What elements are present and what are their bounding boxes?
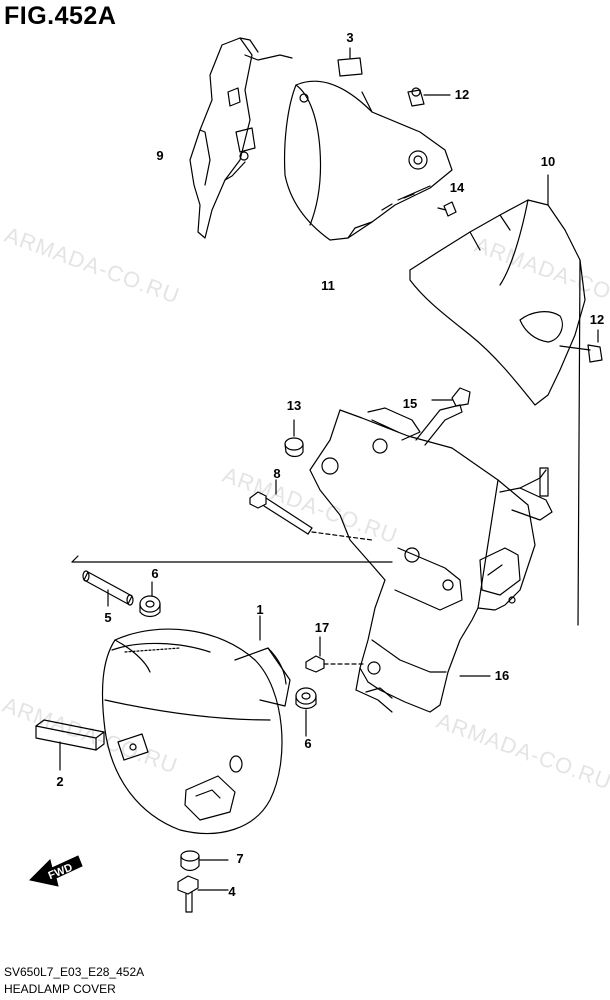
callout-7: 7 <box>236 851 244 866</box>
figure-title: FIG.452A <box>4 2 117 30</box>
part-4-bolt <box>177 875 229 913</box>
part-1-headlamp-housing <box>101 615 291 834</box>
callout-5: 5 <box>104 610 112 625</box>
figure-name: HEADLAMP COVER <box>4 982 116 996</box>
figure-code: SV650L7_E03_E28_452A <box>4 965 145 979</box>
part-8-bolt <box>249 479 373 541</box>
callout-8: 8 <box>273 466 281 481</box>
callout-17: 17 <box>314 620 330 635</box>
part-3-pad <box>337 47 363 77</box>
part-6-grommet-lower <box>295 687 317 737</box>
part-11-cover <box>284 80 453 241</box>
callout-6: 6 <box>151 566 159 581</box>
part-16-bracket <box>309 404 553 713</box>
callout-14: 14 <box>449 180 465 195</box>
callout-11: 11 <box>321 278 335 293</box>
part-2-block <box>35 719 105 771</box>
callout-3: 3 <box>346 30 354 45</box>
callout-9: 9 <box>156 148 164 163</box>
part-14-screw <box>437 201 457 217</box>
callout-1: 1 <box>256 602 264 617</box>
fwd-arrow-icon: FWD <box>28 855 83 887</box>
part-9-side-bracket <box>189 37 293 239</box>
callout-4: 4 <box>228 884 236 899</box>
part-10-side-cover <box>409 174 586 626</box>
part-7-grommet <box>180 850 229 872</box>
callout-10: 10 <box>540 154 556 169</box>
callout-6: 6 <box>304 736 312 751</box>
callout-12: 12 <box>454 87 470 102</box>
part-13-grommet <box>284 419 304 458</box>
callout-15: 15 <box>402 396 418 411</box>
part-15-clip <box>431 387 471 407</box>
callout-13: 13 <box>286 398 302 413</box>
part-12-grommet-upper <box>407 87 451 107</box>
part-17-screw <box>305 636 367 673</box>
part-5-pin <box>82 570 134 607</box>
callout-2: 2 <box>56 774 64 789</box>
callout-12: 12 <box>589 312 605 327</box>
part-6-grommet-upper <box>139 581 161 618</box>
part-12-bolt-right <box>559 329 603 363</box>
callout-16: 16 <box>494 668 510 683</box>
